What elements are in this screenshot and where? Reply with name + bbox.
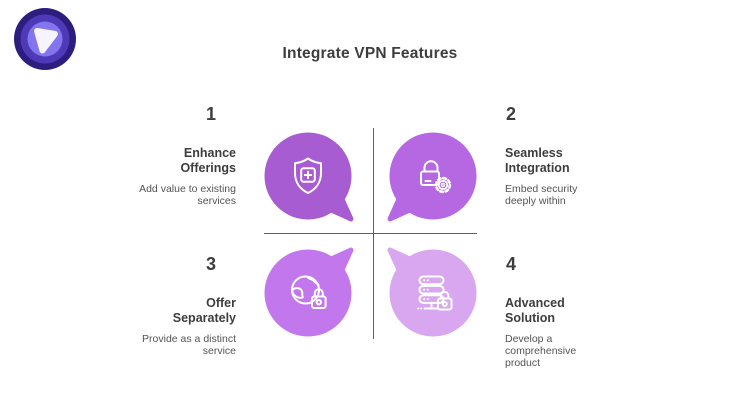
lock-gear-icon bbox=[420, 160, 452, 194]
server-lock-icon bbox=[417, 275, 453, 311]
brand-logo bbox=[14, 8, 76, 70]
quadrant-3-text: 3 Offer Separately Provide as a distinct… bbox=[118, 254, 236, 357]
axis-horizontal-line bbox=[264, 232, 477, 234]
quadrant-1-bubble bbox=[258, 126, 358, 226]
quadrant-2-bubble bbox=[383, 126, 483, 226]
page-title: Integrate VPN Features bbox=[282, 45, 458, 62]
quadrant-3-bubble bbox=[258, 243, 358, 343]
quadrant-1-text: 1 Enhance Offerings Add value to existin… bbox=[118, 104, 236, 207]
quadrant-1-number: 1 bbox=[205, 104, 216, 124]
quadrant-2-title: Seamless Integration bbox=[505, 146, 570, 175]
quadrant-4-number: 4 bbox=[506, 254, 517, 274]
quadrant-2-description: Embed security deeply within bbox=[505, 183, 578, 207]
quadrant-4-description: Develop a comprehensive product bbox=[505, 333, 577, 369]
quadrant-2-text: 2 Seamless Integration Embed security de… bbox=[505, 104, 623, 207]
quadrant-3-number: 3 bbox=[205, 254, 216, 274]
quadrant-1-title: Enhance Offerings bbox=[180, 146, 236, 175]
speech-bubble-tail-top-right bbox=[264, 247, 354, 337]
logo-pick-icon bbox=[34, 28, 58, 54]
quadrant-3-description: Provide as a distinct service bbox=[142, 333, 236, 357]
quadrant-4-bubble bbox=[383, 243, 483, 343]
quadrant-2-number: 2 bbox=[506, 104, 517, 124]
quadrant-3-title: Offer Separately bbox=[172, 296, 236, 325]
speech-bubble-tail-bottom-left bbox=[387, 132, 477, 222]
globe-lock-icon bbox=[291, 275, 327, 309]
quadrant-1-description: Add value to existing services bbox=[139, 183, 236, 207]
quadrant-4-text: 4 Advanced Solution Develop a comprehens… bbox=[505, 254, 623, 369]
quadrant-4-title: Advanced Solution bbox=[505, 296, 565, 325]
shield-plus-icon bbox=[294, 157, 322, 194]
